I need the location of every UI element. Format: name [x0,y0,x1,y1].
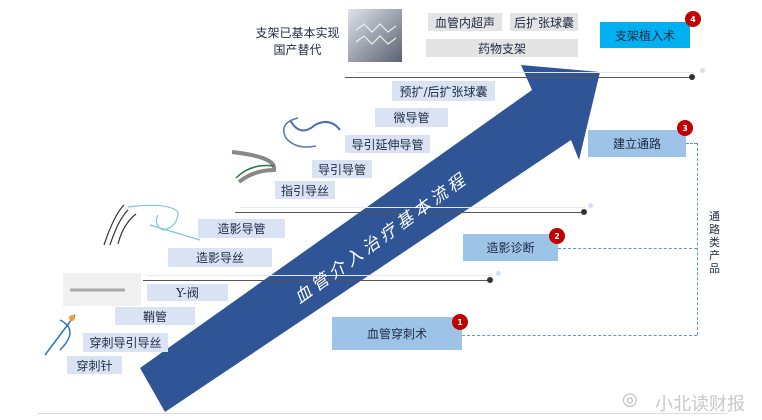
product-balloon: 预扩/后扩张球囊 [392,81,495,101]
product-puncture-needle: 穿刺针 [67,356,122,374]
product-puncture-guidewire: 穿刺导引导丝 [83,333,168,352]
step-badge-2: 2 [549,228,565,244]
microcatheter-image [289,119,341,132]
step-establish-access: 建立通路 [588,130,686,157]
stent-image [348,9,402,62]
step-angiography: 造影诊断 [463,234,558,261]
tier-line-2 [235,212,584,213]
step-vascular-puncture: 血管穿刺术 [332,317,462,350]
connector [686,143,697,144]
step-badge-4: 4 [685,11,701,27]
product-post-dilation-balloon: 后扩张球囊 [510,13,578,31]
product-guide-extension-catheter: 导引延伸导管 [345,135,430,153]
step-badge-1: 1 [452,314,468,330]
product-angio-catheter: 造影导管 [198,219,285,238]
connector [697,143,698,335]
product-sheath: 鞘管 [115,307,195,325]
watermark: 小北读财报 [655,394,745,415]
tier-line-1 [143,280,490,281]
puncture-needle-image [44,314,76,356]
guide-catheter-image [231,150,277,184]
localization-note: 支架已基本实现 国产替代 [255,26,340,57]
product-microcatheter: 微导管 [375,108,448,127]
connector [462,335,697,336]
step-badge-3: 3 [677,120,693,136]
access-products-label: 通路类产品 [709,210,720,275]
product-guide-catheter: 导引导管 [312,160,372,178]
weibo-icon: ◎ [622,389,638,410]
product-ivus: 血管内超声 [428,13,502,31]
angiographic-guidewire-image [103,204,137,246]
product-drug-stent: 药物支架 [426,39,578,57]
product-angio-guidewire: 造影导丝 [168,248,272,267]
connector [558,248,697,249]
step-stent-implant: 支架植入术 [600,22,690,48]
product-y-valve: Y-阀 [147,284,228,301]
product-guidewire: 指引导丝 [275,181,335,199]
tier-line-3 [345,77,692,78]
